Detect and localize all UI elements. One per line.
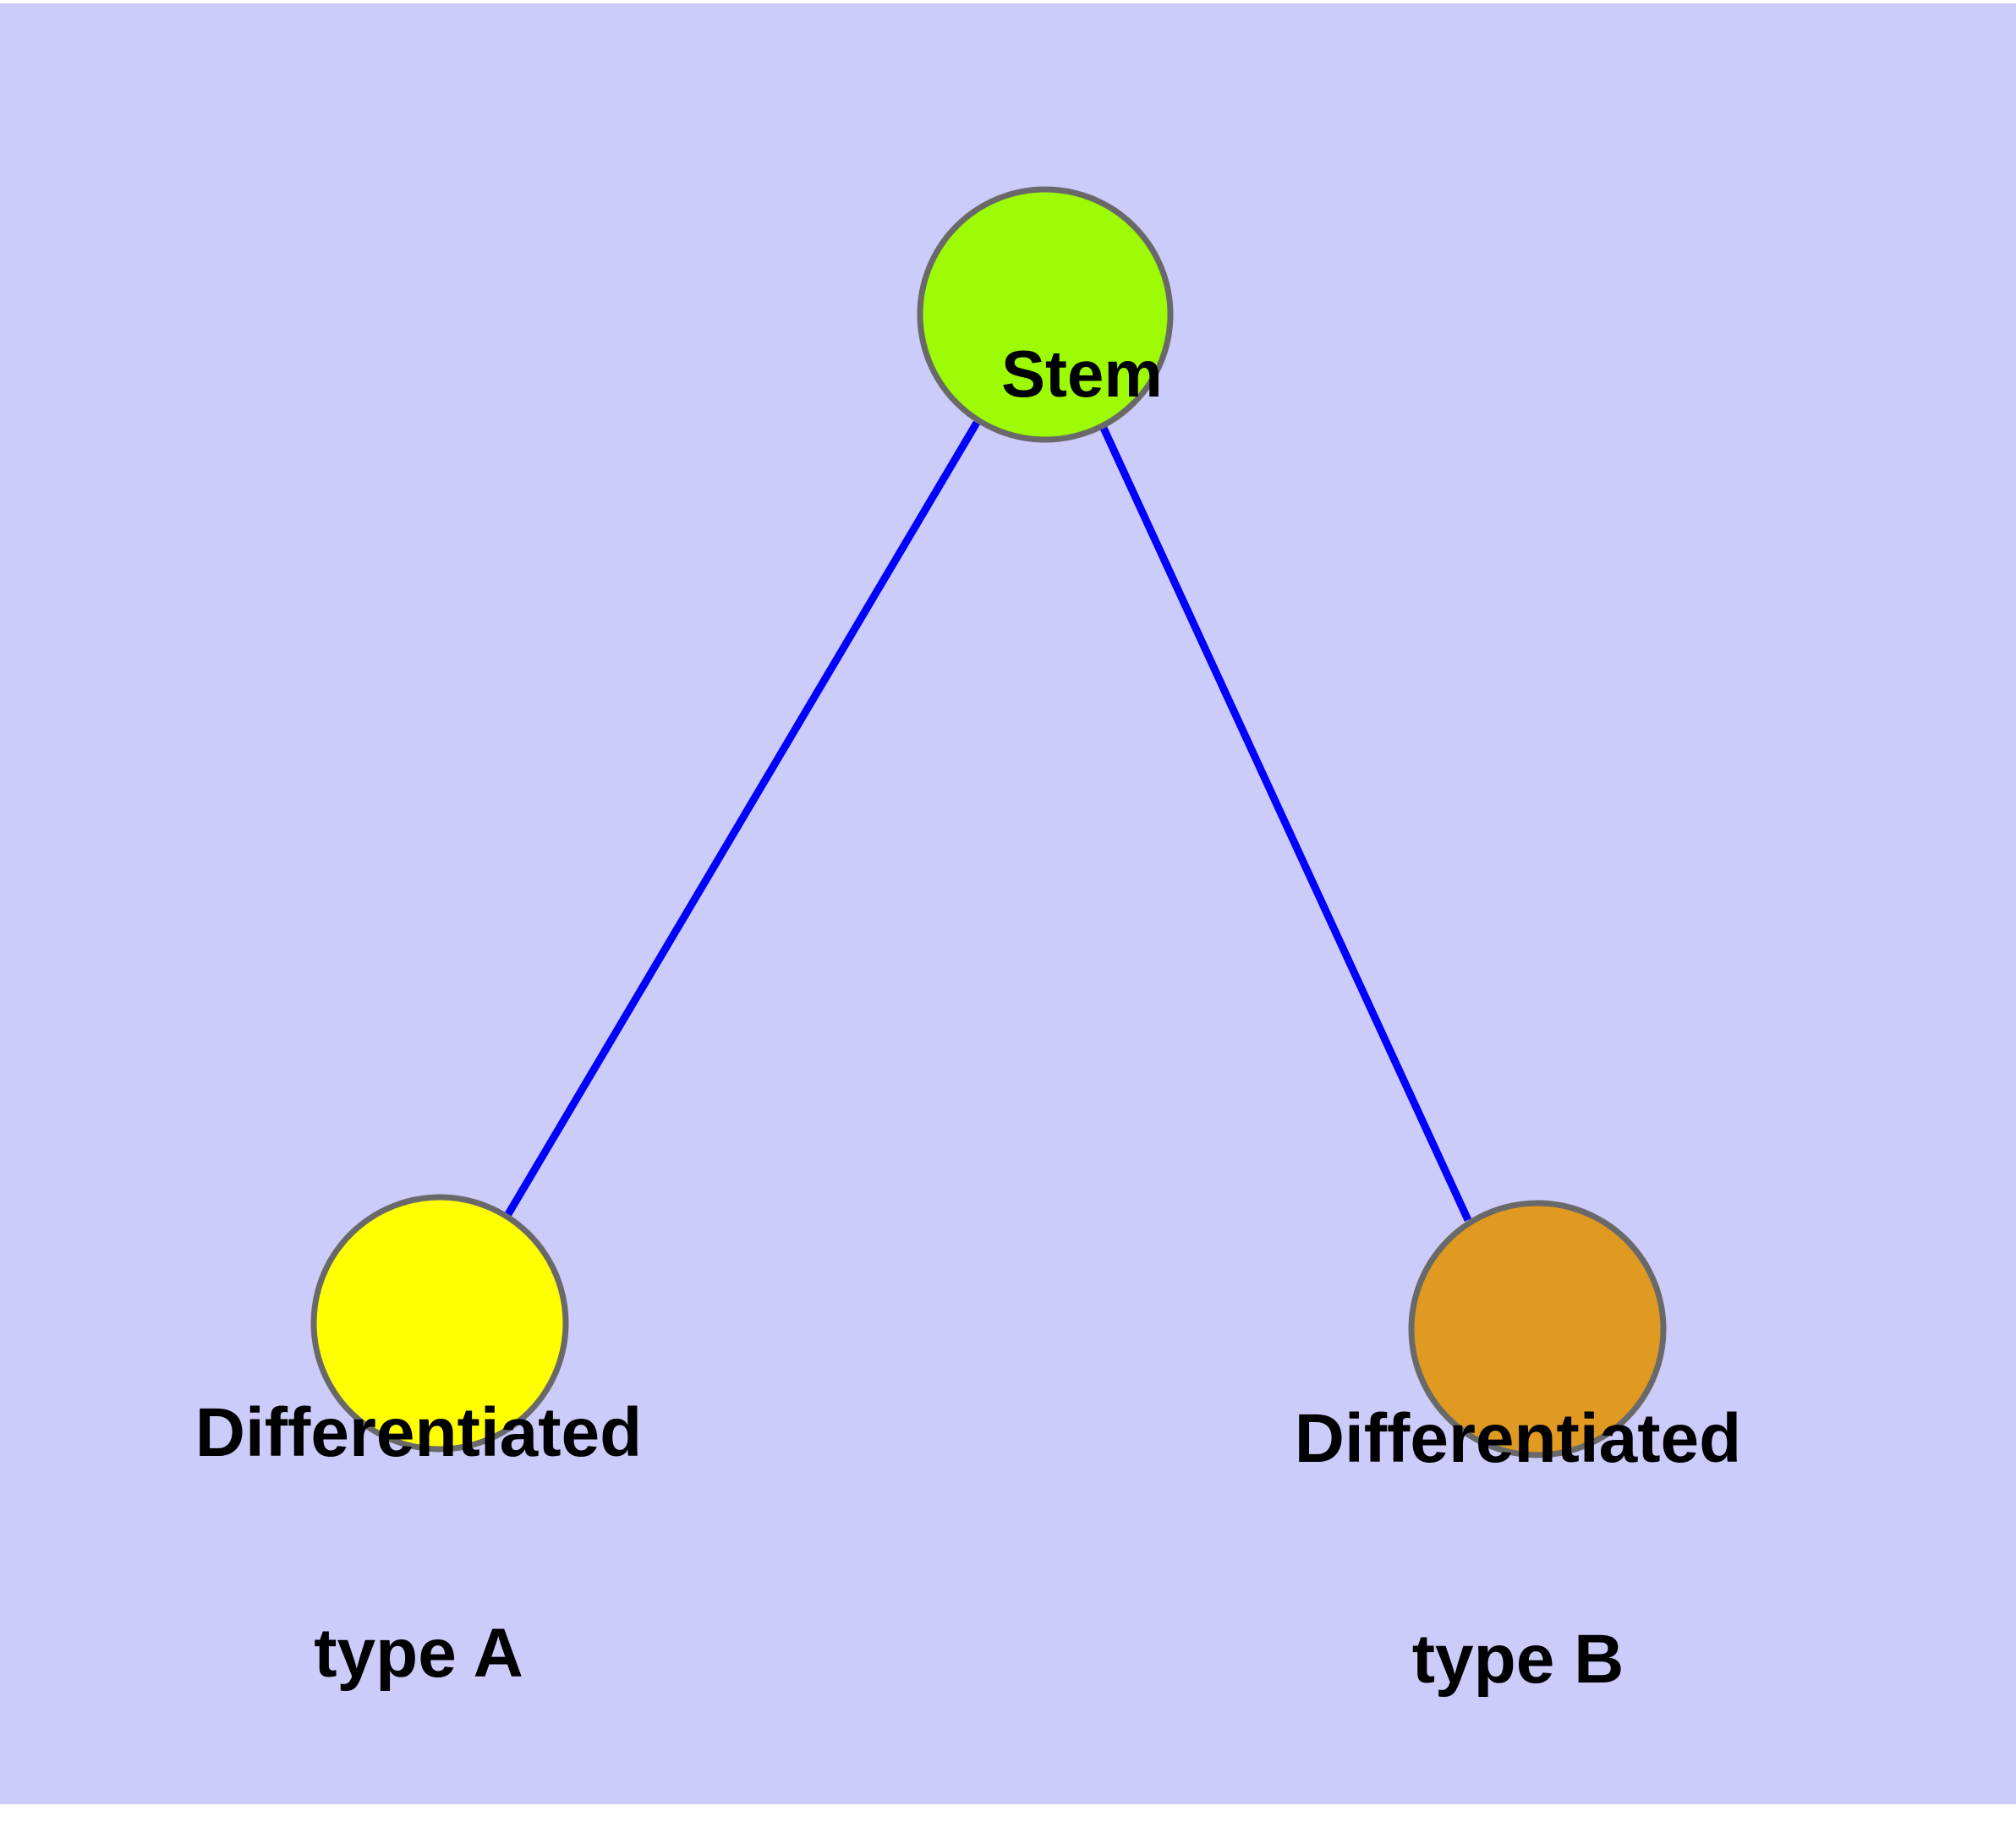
edge-stem-to-diff-a[interactable] <box>505 420 980 1217</box>
node-diff-a[interactable] <box>310 1194 569 1453</box>
node-diff-b[interactable] <box>1408 1200 1667 1458</box>
node-stem[interactable] <box>917 186 1174 443</box>
node-layer <box>310 186 1667 1458</box>
edge-layer <box>505 420 1472 1222</box>
edge-stem-to-diff-b[interactable] <box>1098 424 1472 1222</box>
